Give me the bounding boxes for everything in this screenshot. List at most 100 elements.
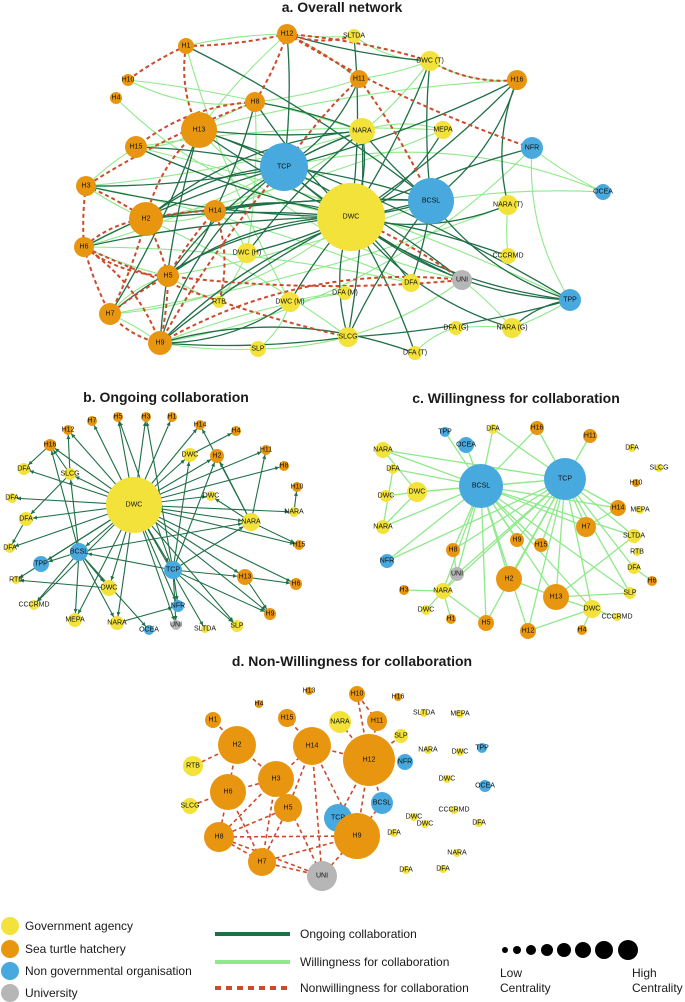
- node-label-h4: H4: [578, 627, 587, 634]
- arrowhead-nara1-h10: [293, 491, 298, 497]
- node-nara2: [242, 513, 260, 531]
- node-label-h5: H5: [284, 805, 293, 812]
- node-label-h11: H11: [584, 433, 596, 440]
- arrowhead-dwc-h12: [71, 433, 76, 439]
- ongoing-edge-tpp-h13: [198, 129, 571, 301]
- arrowhead-bcsl-slcg: [69, 479, 74, 485]
- node-label-tpp: TPP: [563, 297, 577, 304]
- node-h1: [205, 712, 221, 728]
- node-dwc: [317, 183, 385, 251]
- node-label-rtb: RTB: [186, 763, 200, 770]
- node-label-dfa2: DFA: [5, 495, 19, 502]
- node-label-h10: H10: [122, 77, 135, 84]
- node-tcp: [544, 458, 586, 500]
- node-cccrmd: [500, 248, 516, 264]
- node-h7: [99, 303, 121, 325]
- node-label-ocea: OCEA: [593, 189, 613, 196]
- node-h10: [292, 482, 302, 492]
- node-dwc3: [410, 813, 418, 821]
- node-dfa: [402, 274, 420, 292]
- node-nara1: [375, 442, 391, 458]
- ongoing-edge-bcsl-tpp: [430, 200, 571, 301]
- node-label-h9: H9: [266, 611, 275, 618]
- node-h4: [255, 700, 263, 708]
- node-mepa: [434, 121, 452, 139]
- node-label-dfag: DFA (G): [443, 325, 468, 332]
- node-label-slp: SLP: [230, 623, 244, 630]
- willing-edge-h1-h12: [185, 33, 288, 47]
- arrowhead-tcp-bcsl: [87, 552, 93, 557]
- node-h9: [148, 331, 172, 355]
- legend-government-label: Government agency: [25, 919, 133, 933]
- node-label-nfr: NFR: [380, 558, 394, 565]
- arrowhead-tcp-h5: [119, 421, 123, 427]
- node-nara3: [435, 583, 451, 599]
- node-label-dwc1: DWC: [409, 489, 426, 496]
- node-label-h1: H1: [182, 43, 191, 50]
- node-h2: [210, 449, 224, 463]
- node-label-tcp: TCP: [277, 164, 291, 171]
- node-ocea: [144, 625, 154, 635]
- node-dwc2: [443, 775, 451, 783]
- node-bcsl: [371, 792, 393, 814]
- node-rtb: [633, 548, 641, 556]
- willing-edge-h3-nara: [85, 130, 363, 187]
- node-label-uni: UNI: [170, 622, 182, 629]
- node-h6: [210, 774, 246, 810]
- nonwilling-edge-h1-h10: [127, 45, 187, 81]
- node-label-h1: H1: [209, 717, 218, 724]
- node-dfa2: [475, 819, 483, 827]
- node-label-slp: SLP: [394, 733, 408, 740]
- node-label-dwc3: DWC: [101, 585, 118, 592]
- node-label-h14: H14: [612, 505, 625, 512]
- arrowhead-dwc3-rtb: [19, 578, 25, 583]
- arrowhead-dwc-sltda: [199, 621, 204, 626]
- node-label-nara1: NARA: [330, 719, 350, 726]
- arrowhead-dwc-dfa1: [29, 470, 35, 475]
- node-dfag: [449, 321, 463, 335]
- node-dwc3: [101, 580, 117, 596]
- node-label-cccrmd: CCCRMD: [601, 614, 632, 621]
- node-label-h7: H7: [88, 418, 97, 425]
- node-label-h9: H9: [156, 340, 165, 347]
- ongoing-edge-tcp-tpp: [283, 166, 571, 301]
- node-label-h8: H8: [280, 463, 289, 470]
- nonwilling-edge-h11-tcp: [283, 78, 360, 168]
- node-label-h11: H11: [260, 447, 272, 454]
- nonwilling-edge-h12-dwct: [286, 33, 431, 62]
- node-dfa4: [439, 865, 447, 873]
- node-dwc1: [456, 748, 464, 756]
- node-slp: [624, 587, 636, 599]
- node-label-h12: H12: [281, 31, 294, 38]
- node-tpp: [440, 427, 450, 437]
- node-nara1: [289, 507, 299, 517]
- node-label-ocea: OCEA: [139, 627, 159, 634]
- node-sltda: [627, 529, 641, 543]
- node-h5: [113, 412, 123, 422]
- node-slcg: [64, 468, 76, 480]
- node-h8: [446, 543, 460, 557]
- node-label-h3: H3: [82, 183, 91, 190]
- willing-edge-h7-narat: [109, 204, 509, 315]
- node-label-h11: H11: [371, 718, 383, 725]
- node-label-h12: H12: [522, 628, 535, 635]
- ongoing-edge-tcp-h9: [159, 166, 285, 344]
- node-label-ocea: OCEA: [456, 442, 476, 449]
- node-label-dfa3: DFA: [399, 867, 413, 874]
- legend-university-label: University: [25, 986, 78, 1000]
- ongoing-edge-h9-dwcm: [159, 301, 291, 344]
- node-nfr: [397, 754, 413, 770]
- arrowhead-dwc-h3: [142, 421, 147, 427]
- ongoing-edge-dfat-h9: [159, 326, 416, 354]
- node-h14: [204, 200, 226, 222]
- willing-edge-dfam-h9: [159, 292, 346, 344]
- node-h13: [543, 584, 569, 610]
- node-dwc1: [183, 448, 197, 462]
- arrowhead-dwc-mepa: [78, 609, 82, 614]
- node-h13: [305, 687, 313, 695]
- node-h13: [237, 569, 253, 585]
- node-dfa1: [488, 424, 498, 434]
- ongoing-edge-tcp-h6: [83, 166, 285, 248]
- node-label-dfa4: DFA: [627, 565, 641, 572]
